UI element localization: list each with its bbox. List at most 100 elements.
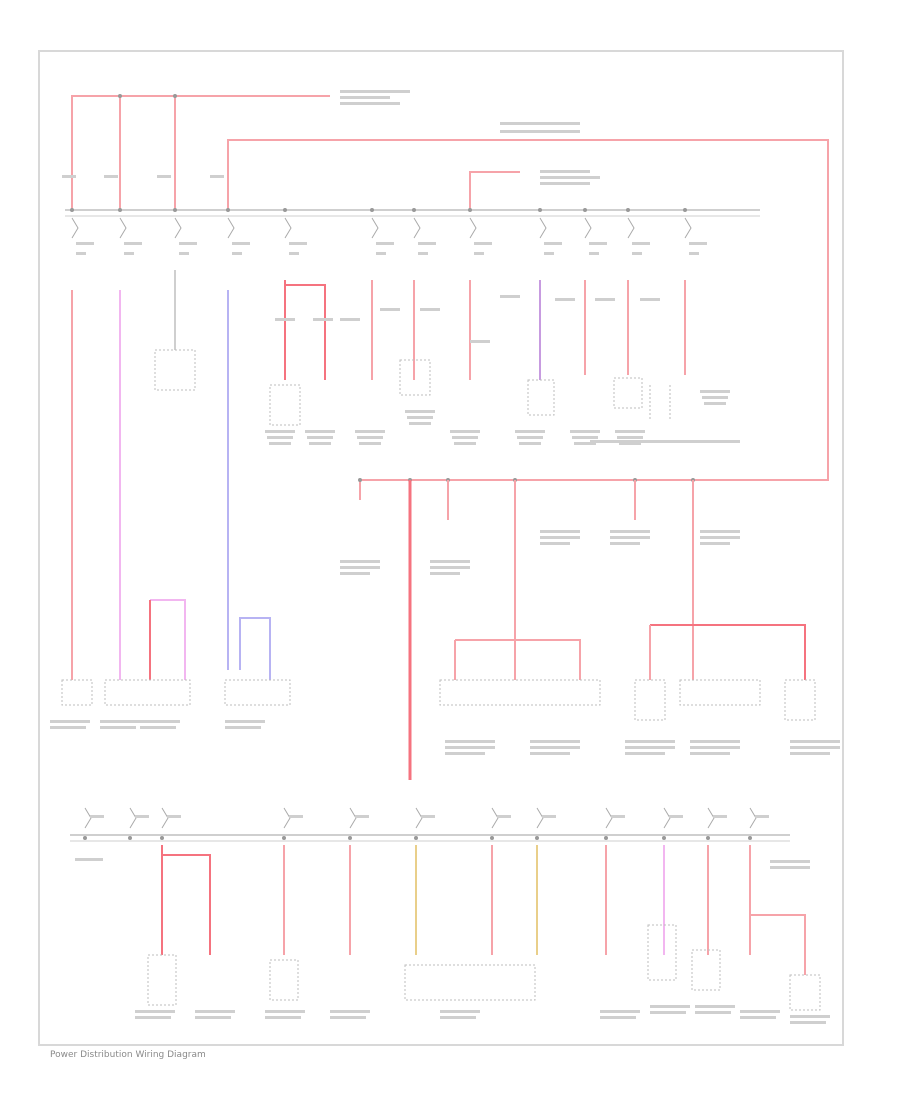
label-placeholder	[544, 242, 562, 245]
fuse-icon	[539, 217, 547, 239]
label-placeholder	[340, 572, 370, 575]
label-placeholder	[640, 298, 660, 301]
fuse-terminal	[173, 208, 177, 212]
label-placeholder	[265, 1016, 301, 1019]
label-placeholder	[430, 560, 470, 563]
label-placeholder	[650, 1011, 686, 1014]
label-placeholder	[611, 815, 625, 818]
fuse-icon	[174, 217, 182, 239]
label-placeholder	[232, 242, 250, 245]
label-placeholder	[740, 1016, 776, 1019]
label-placeholder	[540, 530, 580, 533]
label-placeholder	[530, 752, 570, 755]
label-placeholder	[376, 242, 394, 245]
branch-wire	[239, 617, 271, 680]
label-placeholder	[409, 422, 431, 425]
label-placeholder	[540, 170, 590, 173]
label-placeholder	[632, 252, 642, 255]
fuse-icon	[413, 217, 421, 239]
label-placeholder	[650, 1005, 690, 1008]
branch-wire	[455, 639, 581, 680]
label-placeholder	[790, 1021, 826, 1024]
component-box	[691, 949, 721, 991]
label-placeholder	[305, 430, 335, 433]
fuse-terminal	[283, 208, 287, 212]
component-box	[789, 974, 821, 1011]
label-placeholder	[600, 1016, 636, 1019]
label-placeholder	[100, 726, 136, 729]
label-placeholder	[555, 298, 575, 301]
label-placeholder	[610, 530, 650, 533]
label-placeholder	[445, 752, 485, 755]
label-placeholder	[454, 442, 476, 445]
branch-wire	[650, 624, 806, 680]
label-placeholder	[100, 720, 140, 723]
splice-dot	[358, 478, 362, 482]
label-placeholder	[76, 252, 86, 255]
label-placeholder	[590, 440, 740, 443]
fuse-terminal	[468, 208, 472, 212]
label-placeholder	[440, 1016, 476, 1019]
fuse-icon	[469, 217, 477, 239]
component-box	[647, 924, 677, 981]
label-placeholder	[540, 176, 600, 179]
label-placeholder	[695, 1011, 731, 1014]
label-placeholder	[544, 252, 554, 255]
feed-wire	[469, 171, 520, 210]
label-placeholder	[790, 746, 840, 749]
label-placeholder	[418, 252, 428, 255]
relay-box	[399, 359, 431, 396]
label-placeholder	[90, 815, 104, 818]
label-placeholder	[574, 442, 596, 445]
label-placeholder	[330, 1016, 366, 1019]
label-placeholder	[595, 298, 615, 301]
label-placeholder	[421, 815, 435, 818]
label-placeholder	[445, 740, 495, 743]
splice-dot	[118, 94, 122, 98]
control-module-box	[527, 379, 555, 416]
label-placeholder	[340, 90, 410, 93]
fuse-icon	[71, 217, 79, 239]
label-placeholder	[700, 390, 730, 393]
label-placeholder	[330, 1010, 370, 1013]
diagram-title: Power Distribution Wiring Diagram	[50, 1050, 206, 1060]
fuse-terminal	[412, 208, 416, 212]
label-placeholder	[124, 242, 142, 245]
label-placeholder	[700, 536, 740, 539]
label-placeholder	[124, 252, 134, 255]
label-placeholder	[232, 252, 242, 255]
label-placeholder	[355, 430, 385, 433]
splice-dot	[173, 94, 177, 98]
label-placeholder	[430, 572, 460, 575]
fuse-terminal	[538, 208, 542, 212]
component-box	[269, 384, 301, 426]
label-placeholder	[340, 566, 380, 569]
label-placeholder	[376, 252, 386, 255]
fuse-terminal	[683, 208, 687, 212]
fuse-terminal	[83, 836, 87, 840]
label-placeholder	[62, 175, 76, 178]
fuse-terminal	[748, 836, 752, 840]
label-placeholder	[75, 858, 103, 861]
label-placeholder	[340, 318, 360, 321]
component-box	[61, 679, 93, 706]
fuse-terminal	[490, 836, 494, 840]
fuse-terminal	[583, 208, 587, 212]
fuse-terminal	[118, 208, 122, 212]
label-placeholder	[625, 740, 675, 743]
label-placeholder	[530, 746, 580, 749]
label-placeholder	[140, 720, 180, 723]
label-placeholder	[572, 436, 598, 439]
label-placeholder	[50, 726, 86, 729]
label-placeholder	[632, 242, 650, 245]
label-placeholder	[355, 815, 369, 818]
branch-wire	[285, 284, 326, 380]
fuse-terminal	[535, 836, 539, 840]
label-placeholder	[289, 815, 303, 818]
label-placeholder	[440, 1010, 480, 1013]
component-box	[784, 679, 816, 721]
label-placeholder	[418, 242, 436, 245]
fuse-terminal	[226, 208, 230, 212]
fuse-icon	[284, 217, 292, 239]
label-placeholder	[615, 430, 645, 433]
